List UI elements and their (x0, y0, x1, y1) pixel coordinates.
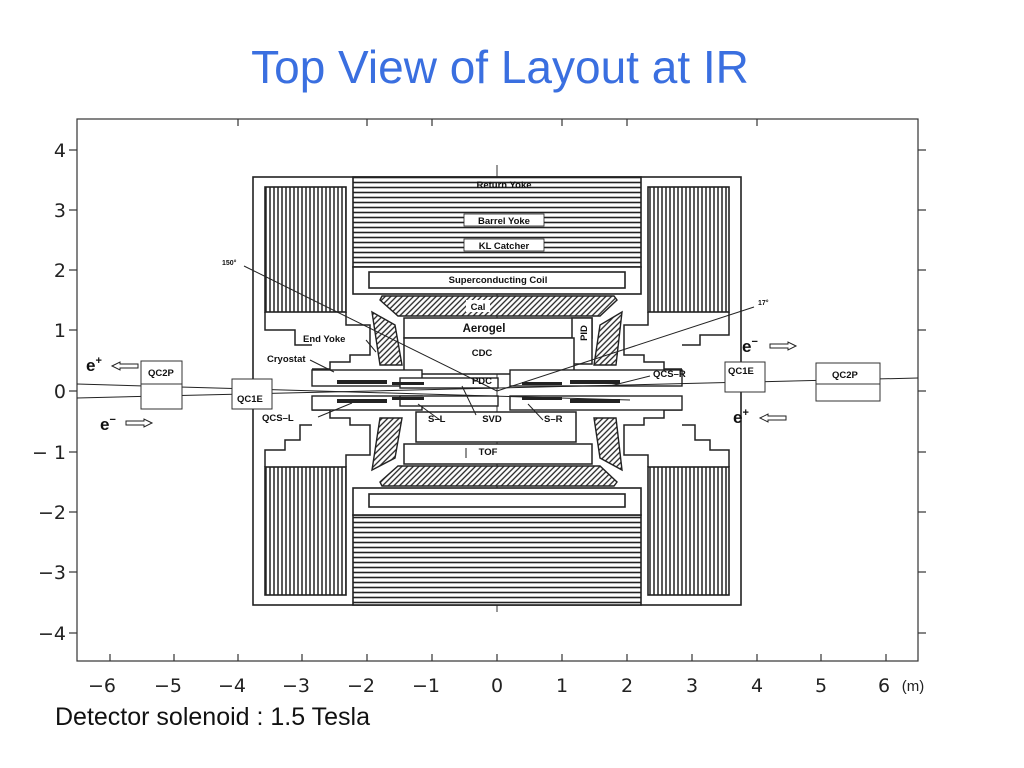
acceptance-lines (243, 265, 755, 392)
label-s-l: S–L (428, 414, 446, 425)
e-minus-right: e− (742, 336, 758, 356)
calorimeter (371, 295, 623, 487)
beam-direction-labels: e+ e− e− e+ (86, 336, 798, 434)
arrow-right-icon (125, 418, 154, 428)
label-angle-17: 17° (758, 299, 769, 307)
leader-lines (309, 339, 651, 458)
x-tick: −6 (88, 675, 116, 697)
label-box (463, 238, 545, 252)
arrow-left-icon (110, 361, 139, 371)
label-cryostat: Cryostat (267, 354, 306, 365)
slide-caption: Detector solenoid : 1.5 Tesla (55, 703, 371, 731)
x-tick: −1 (412, 675, 440, 697)
arrow-left-icon (758, 413, 787, 423)
arrow-right-icon (769, 341, 798, 351)
label-sc-coil: Superconducting Coil (449, 275, 548, 286)
y-tick: −3 (38, 562, 66, 584)
e-minus-left: e− (100, 414, 116, 434)
y-tick-labels: 4 3 2 1 0 − 1 −2 −3 −4 (32, 140, 66, 645)
y-tick: 2 (54, 260, 66, 282)
x-tick: 0 (491, 675, 503, 697)
qcs-magnets (337, 380, 620, 403)
component-labels: Return Yoke Barrel Yoke KL Catcher Super… (148, 180, 859, 458)
x-axis-unit: (m) (902, 678, 925, 695)
label-return-yoke: Return Yoke (476, 180, 531, 191)
quadrupole-magnets (140, 360, 881, 410)
label-barrel-yoke: Barrel Yoke (478, 216, 530, 227)
x-tick: 6 (878, 675, 890, 697)
label-qc1e-right: QC1E (728, 366, 754, 377)
label-box (463, 213, 545, 227)
x-tick: 3 (686, 675, 698, 697)
e-plus-left: e+ (86, 355, 102, 375)
y-tick: 1 (54, 320, 66, 342)
label-qc2p-right: QC2P (832, 370, 859, 381)
slide-title: Top View of Layout at IR (251, 41, 749, 93)
x-tick: 1 (556, 675, 568, 697)
y-tick: −2 (38, 502, 66, 524)
x-tick: −4 (218, 675, 246, 697)
x-tick: −3 (282, 675, 310, 697)
y-axis-ticks (69, 149, 926, 634)
label-pid: PID (579, 325, 590, 341)
y-tick: − 1 (32, 442, 66, 464)
label-qcs-r: QCS–R (653, 369, 686, 380)
label-aerogel: Aerogel (463, 323, 506, 335)
x-tick: 4 (751, 675, 763, 697)
y-tick: 0 (54, 381, 66, 403)
label-qc2p-left: QC2P (148, 368, 175, 379)
e-plus-right: e+ (733, 407, 749, 427)
x-tick: −2 (347, 675, 375, 697)
label-svd: SVD (482, 414, 502, 425)
label-box (428, 273, 568, 285)
x-axis-ticks (109, 119, 887, 661)
label-pdc: PDC (472, 376, 492, 387)
label-angle-150: 150° (222, 259, 237, 267)
label-box (466, 300, 490, 312)
y-tick: −4 (38, 623, 66, 645)
x-tick: −5 (154, 675, 182, 697)
y-tick: 3 (54, 200, 66, 222)
label-s-r: S–R (544, 414, 563, 425)
label-kl-catcher: KL Catcher (479, 241, 530, 252)
label-qcs-l: QCS–L (262, 413, 294, 424)
x-tick-labels: −6 −5 −4 −3 −2 −1 0 1 2 3 4 5 6 (m) (88, 675, 924, 697)
inner-detector (403, 317, 593, 465)
label-end-yoke: End Yoke (303, 334, 345, 345)
x-tick: 2 (621, 675, 633, 697)
x-tick: 5 (815, 675, 827, 697)
end-yoke-steps (264, 312, 730, 467)
y-tick: 4 (54, 140, 66, 162)
label-cal: Cal (471, 302, 486, 313)
label-qc1e-left: QC1E (237, 394, 263, 405)
label-tof: TOF (479, 447, 498, 458)
label-cdc: CDC (472, 348, 493, 359)
